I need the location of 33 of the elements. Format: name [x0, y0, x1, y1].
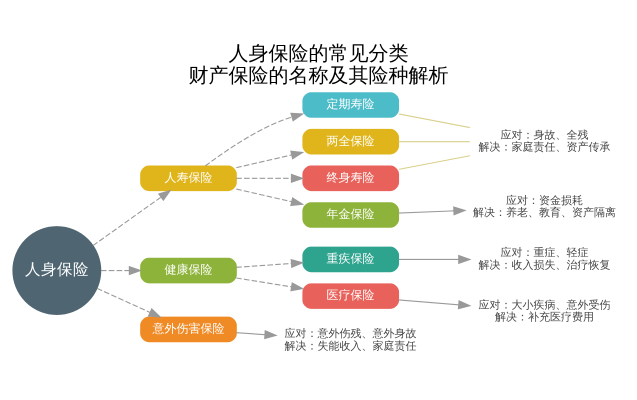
- node-box: 意外伤害保险: [140, 316, 237, 342]
- node-box: 医疗保险: [302, 283, 400, 309]
- arrow: [236, 150, 304, 168]
- node-text: 应对：意外伤残、意外身故 解决：失能收入、家庭责任: [284, 327, 417, 352]
- arrow: [398, 206, 467, 216]
- arrow: [236, 330, 278, 340]
- arrow: [398, 254, 472, 264]
- node-text: 应对：身故、全残 解决：家庭责任、资产传承: [478, 128, 611, 154]
- node-box: 人寿保险: [140, 166, 237, 192]
- arrow: [236, 258, 304, 268]
- caption: 财产保险的名称及其险种解析: [188, 63, 448, 88]
- arrow: [96, 288, 162, 318]
- arrow: [236, 188, 304, 206]
- connector: [398, 113, 470, 128]
- node-text: 应对：大小疾病、意外受伤 解决：补充医疗费用: [478, 298, 611, 324]
- node-box: 年金保险: [302, 202, 400, 228]
- arrow: [92, 190, 172, 246]
- arrow: [204, 112, 304, 166]
- node-circle: 人身保险: [12, 226, 102, 315]
- node-box: 重疾保险: [302, 246, 400, 272]
- node-box: 健康保险: [140, 258, 237, 284]
- connector: [398, 141, 470, 142]
- arrow: [236, 174, 304, 183]
- node-box: 两全保险: [302, 128, 400, 154]
- node-text: 应对：重症、轻症 解决：收入损失、治疗恢复: [478, 246, 611, 272]
- node-text: 应对：资金损耗 解决：养老、教育、资产隔离: [473, 194, 616, 220]
- diagram-title: 人身保险的常见分类: [228, 40, 408, 65]
- node-box: 终身寿险: [302, 166, 400, 192]
- arrow: [398, 299, 472, 310]
- node-box: 定期寿险: [302, 92, 400, 118]
- arrow: [236, 277, 304, 292]
- connector: [398, 155, 470, 170]
- arrow: [101, 266, 142, 276]
